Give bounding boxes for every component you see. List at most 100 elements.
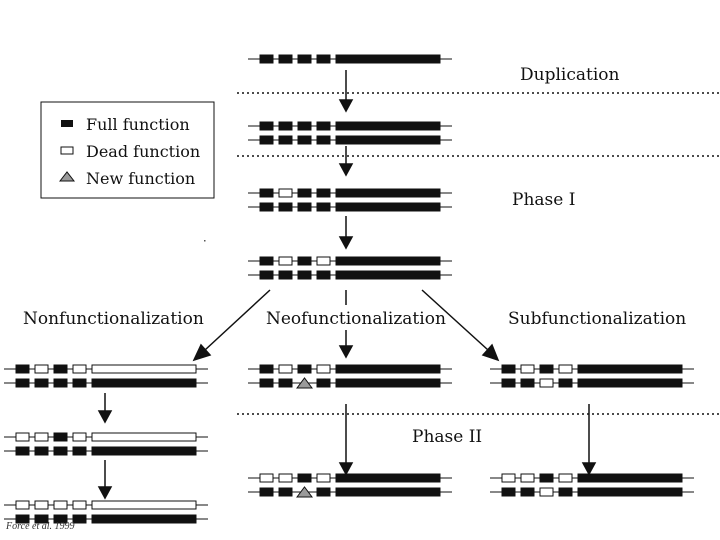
dead-function-exon bbox=[72, 500, 87, 510]
full-function-exon bbox=[316, 135, 331, 145]
arrow-nonfunc-2 bbox=[97, 393, 113, 424]
gene-nonfunc-3b bbox=[4, 514, 208, 524]
arrow-subfunc bbox=[421, 289, 500, 362]
legend-new-swatch bbox=[58, 171, 76, 182]
gene-nonfunc-2a bbox=[4, 432, 208, 442]
full-function-exon bbox=[297, 256, 312, 266]
full-function-exon bbox=[91, 514, 197, 524]
full-function-exon bbox=[72, 446, 87, 456]
dead-function-exon bbox=[34, 500, 49, 510]
full-function-exon bbox=[278, 202, 293, 212]
gene-subfunc-2a bbox=[490, 473, 694, 483]
full-function-exon bbox=[259, 270, 274, 280]
full-function-exon bbox=[34, 514, 49, 524]
legend: Full function Dead function New function bbox=[40, 101, 215, 199]
dead-function-exon bbox=[316, 473, 331, 483]
full-function-exon bbox=[259, 202, 274, 212]
dead-function-exon bbox=[520, 364, 535, 374]
full-function-exon bbox=[335, 188, 441, 198]
full-function-exon bbox=[259, 364, 274, 374]
gene-subfunc-1b bbox=[490, 378, 694, 388]
full-function-exon bbox=[501, 364, 516, 374]
dead-function-exon bbox=[278, 188, 293, 198]
new-function-exon bbox=[296, 486, 313, 498]
full-function-exon bbox=[520, 378, 535, 388]
full-function-exon bbox=[335, 256, 441, 266]
full-function-exon bbox=[278, 487, 293, 497]
full-function-exon bbox=[297, 188, 312, 198]
gene-nonfunc-3a bbox=[4, 500, 208, 510]
full-function-exon bbox=[539, 364, 554, 374]
full-function-exon bbox=[316, 270, 331, 280]
full-function-exon bbox=[577, 487, 683, 497]
dead-function-exon bbox=[259, 473, 274, 483]
full-function-exon bbox=[259, 188, 274, 198]
full-function-exon bbox=[335, 473, 441, 483]
full-function-exon bbox=[259, 54, 274, 64]
full-function-exon bbox=[297, 121, 312, 131]
full-function-exon bbox=[297, 270, 312, 280]
full-function-exon bbox=[316, 378, 331, 388]
full-function-exon bbox=[335, 202, 441, 212]
full-function-exon bbox=[259, 121, 274, 131]
gene-neofunc-1b bbox=[248, 377, 452, 389]
dead-function-exon bbox=[91, 500, 197, 510]
arrow-phase1-b bbox=[338, 216, 354, 250]
dead-function-exon bbox=[558, 364, 573, 374]
gene-neofunc-2b bbox=[248, 486, 452, 498]
full-function-exon bbox=[558, 487, 573, 497]
full-function-exon bbox=[53, 446, 68, 456]
full-function-exon bbox=[259, 487, 274, 497]
full-function-exon bbox=[335, 54, 441, 64]
legend-dead-label: Dead function bbox=[86, 142, 200, 161]
arrow-phase1-a bbox=[338, 146, 354, 177]
legend-dead-swatch bbox=[60, 146, 74, 155]
full-function-exon bbox=[34, 446, 49, 456]
arrow-nonfunc-3 bbox=[97, 460, 113, 500]
dead-function-exon bbox=[316, 256, 331, 266]
full-function-exon bbox=[278, 121, 293, 131]
label-phase-1: Phase I bbox=[512, 190, 575, 210]
legend-new-label: New function bbox=[86, 169, 195, 188]
arrows bbox=[97, 70, 597, 500]
full-function-exon bbox=[15, 514, 30, 524]
full-function-exon bbox=[335, 378, 441, 388]
gene-neofunc-2a bbox=[248, 473, 452, 483]
gene-rows bbox=[4, 54, 694, 524]
full-function-exon bbox=[91, 446, 197, 456]
full-function-exon bbox=[297, 473, 312, 483]
gene-subfunc-2b bbox=[490, 487, 694, 497]
stray-dot bbox=[204, 240, 206, 242]
gene-phase1-a bbox=[248, 188, 452, 198]
full-function-exon bbox=[577, 473, 683, 483]
full-function-exon bbox=[297, 54, 312, 64]
full-function-exon bbox=[335, 270, 441, 280]
full-function-exon bbox=[539, 473, 554, 483]
full-function-exon bbox=[53, 432, 68, 442]
dead-function-exon bbox=[91, 364, 197, 374]
dead-function-exon bbox=[539, 378, 554, 388]
gene-phase1-b bbox=[248, 202, 452, 212]
dead-function-exon bbox=[34, 364, 49, 374]
full-function-exon bbox=[72, 378, 87, 388]
dead-function-exon bbox=[558, 473, 573, 483]
full-function-exon bbox=[34, 378, 49, 388]
full-function-exon bbox=[558, 378, 573, 388]
full-function-exon bbox=[278, 270, 293, 280]
full-function-exon bbox=[72, 514, 87, 524]
label-phase-2: Phase II bbox=[412, 427, 482, 447]
arrow-neofunc-2 bbox=[338, 404, 354, 476]
dead-function-exon bbox=[501, 473, 516, 483]
full-function-exon bbox=[53, 378, 68, 388]
full-function-exon bbox=[316, 487, 331, 497]
full-function-exon bbox=[501, 487, 516, 497]
gene-phase1-c bbox=[248, 256, 452, 266]
full-function-exon bbox=[297, 202, 312, 212]
full-function-exon bbox=[278, 135, 293, 145]
full-function-exon bbox=[577, 364, 683, 374]
label-nonfunctionalization: Nonfunctionalization bbox=[23, 309, 204, 329]
legend-full-swatch bbox=[61, 120, 73, 127]
full-function-exon bbox=[335, 487, 441, 497]
full-function-exon bbox=[91, 378, 197, 388]
